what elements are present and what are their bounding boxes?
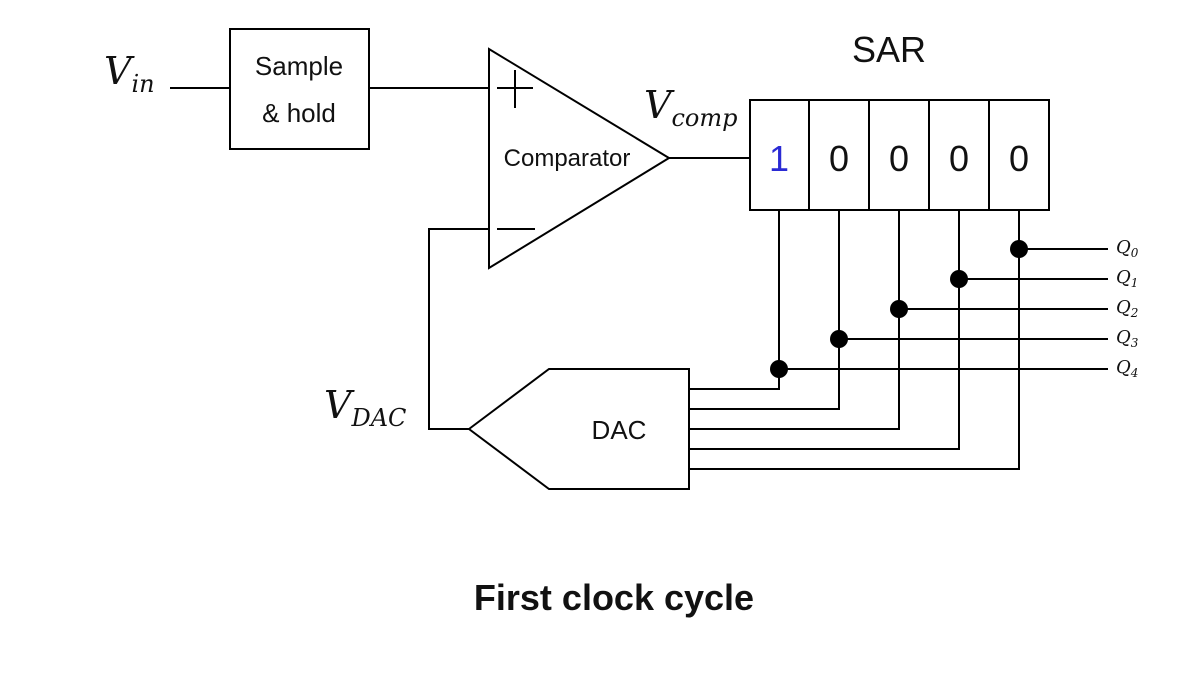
dac-block	[467, 368, 690, 490]
sar-bit-0: 1	[769, 138, 789, 179]
junction-q1	[950, 270, 968, 288]
vcomp-label: Vcomp	[644, 83, 737, 132]
sample-hold-label-line2: & hold	[262, 98, 336, 128]
bit-wire-0	[689, 210, 1020, 470]
junction-q0	[1010, 240, 1028, 258]
sar-bit-4: 0	[1009, 138, 1029, 179]
sar-register	[749, 99, 1050, 211]
caption: First clock cycle	[474, 577, 754, 618]
bit-wire-1	[689, 210, 960, 450]
output-label-q2: Q2	[1116, 297, 1138, 320]
output-label-q1: Q1	[1116, 267, 1138, 290]
junction-q3	[830, 330, 848, 348]
junction-q2	[890, 300, 908, 318]
bit-wire-3	[689, 210, 840, 410]
comparator-label: Comparator	[504, 145, 631, 172]
sar-bit-2: 0	[889, 138, 909, 179]
bit-wire-4	[689, 210, 780, 390]
bit-wire-2	[689, 210, 900, 430]
junction-q4	[770, 360, 788, 378]
output-label-q4: Q4	[1116, 357, 1138, 380]
vdac-feedback-wire	[428, 228, 489, 430]
sar-bit-3: 0	[949, 138, 969, 179]
output-label-q3: Q3	[1116, 327, 1139, 350]
sar-bit-1: 0	[829, 138, 849, 179]
sample-hold-block	[229, 28, 370, 150]
output-label-q0: Q0	[1116, 237, 1139, 260]
vin-label: Vin	[104, 49, 155, 98]
sample-hold-label-line1: Sample	[255, 51, 343, 81]
sar-label: SAR	[852, 29, 926, 70]
dac-label: DAC	[592, 415, 647, 445]
comparator-block	[488, 47, 671, 270]
vdac-label: VDAC	[324, 383, 406, 432]
